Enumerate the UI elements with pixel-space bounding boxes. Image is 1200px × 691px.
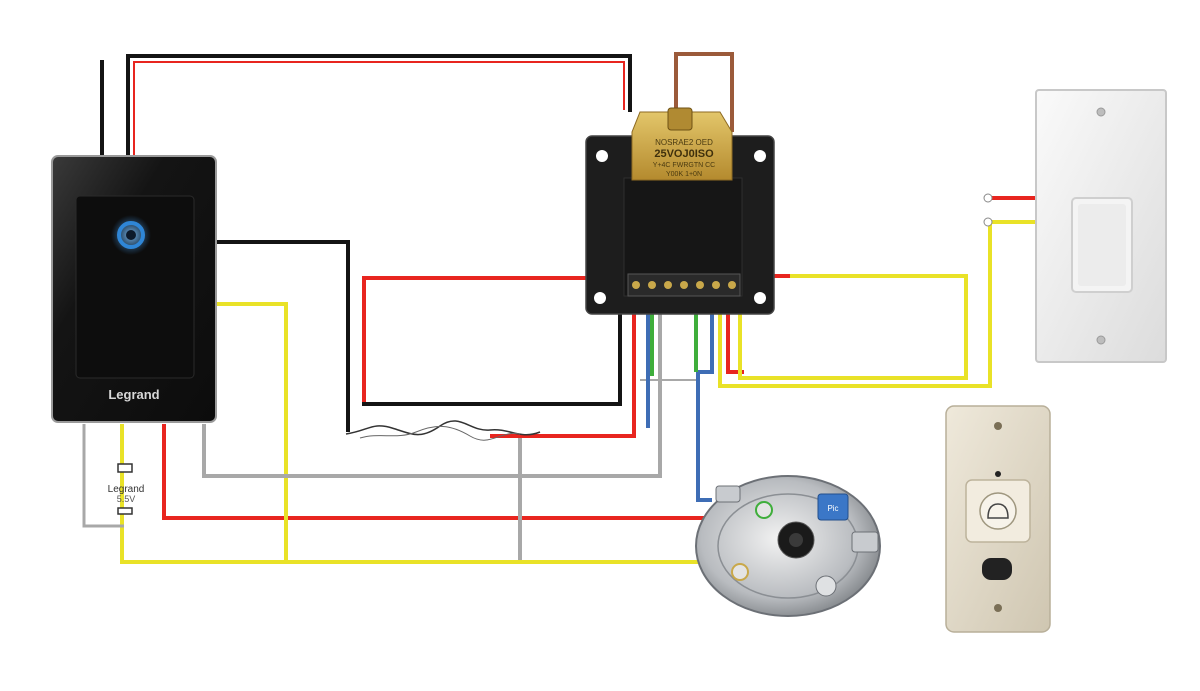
terminal-screw-icon — [648, 281, 656, 289]
motor-shaft-core — [789, 533, 803, 547]
switch-terminal-icon — [983, 217, 993, 227]
power-supply-terminal — [117, 507, 133, 515]
wire-group — [82, 52, 1036, 564]
led-ring-icon — [117, 221, 145, 249]
transformer: NOSRAE2 OED 25VOJ0ISO Y+4C FWRGTN CC Y00… — [585, 107, 775, 315]
motor-terminal-icon — [755, 501, 773, 519]
transformer-screw-icon — [667, 107, 693, 131]
chime-speaker-icon — [982, 558, 1012, 580]
mount-hole-icon — [596, 150, 608, 162]
wire-red-to-transformer — [362, 276, 600, 402]
motor-terminal-icon — [731, 563, 749, 581]
plate-screw-icon — [1096, 335, 1106, 345]
transformer-text-1: NOSRAE2 OED — [655, 138, 713, 147]
led-center — [126, 230, 136, 240]
wire-yellow-bottom-loop — [120, 424, 736, 564]
terminal-screw-icon — [664, 281, 672, 289]
motor-assembly: Pic — [695, 475, 881, 617]
motor-plug-icon — [815, 575, 837, 597]
switch-terminal-icon — [983, 193, 993, 203]
wire-red-to-motor — [162, 424, 724, 520]
plate-screw-icon — [994, 604, 1002, 612]
terminal-screw-icon — [712, 281, 720, 289]
control-brand-label: Legrand — [108, 387, 159, 402]
plate-hole-icon — [995, 471, 1001, 477]
plate-screw-icon — [1096, 107, 1106, 117]
wire-yellow-switch-return — [718, 220, 1036, 388]
motor-bracket — [851, 531, 879, 553]
bell-button-icon[interactable] — [979, 492, 1017, 530]
wire-red-transformer-down — [490, 292, 636, 438]
wire-black-mid — [216, 240, 350, 432]
terminal-screw-icon — [728, 281, 736, 289]
transformer-text-3: Y+4C FWRGTN CC — [653, 162, 715, 169]
power-supply-box — [117, 463, 133, 473]
wall-switch — [983, 89, 1167, 363]
chime-button — [945, 405, 1051, 633]
wire-twisted — [345, 420, 541, 436]
wire-twisted-2 — [359, 426, 521, 441]
mount-hole-icon — [754, 292, 766, 304]
control-panel-screen — [75, 195, 195, 379]
wire-black-loop-top — [126, 54, 632, 160]
control-panel: Legrand — [51, 155, 217, 423]
power-brand-label: Legrand — [108, 484, 145, 495]
terminal-screw-icon — [632, 281, 640, 289]
transformer-label-plate — [631, 111, 733, 181]
motor-bracket — [715, 485, 741, 503]
wire-grey-long — [202, 292, 662, 478]
rocker-switch-face — [1078, 204, 1126, 286]
transformer-text-2: 25VOJ0ISO — [654, 148, 714, 160]
power-rating-label: 5.5V — [117, 494, 136, 504]
mount-hole-icon — [754, 150, 766, 162]
terminal-screw-icon — [696, 281, 704, 289]
mount-hole-icon — [594, 292, 606, 304]
wire-red-inner-top — [133, 61, 625, 158]
wire-yellow-to-switch — [738, 274, 968, 380]
power-supply: Legrand 5.5V — [108, 463, 145, 515]
plate-screw-icon — [994, 422, 1002, 430]
wire-brown-top — [674, 52, 734, 132]
wire-yellow-mid — [216, 302, 288, 560]
wire-grey-power — [82, 424, 124, 528]
wire-blue-to-motor — [696, 292, 714, 502]
transformer-text-4: Y00K 1+0N — [666, 171, 702, 178]
motor-badge-label: Pic — [827, 504, 838, 513]
motor-capacitor-icon — [817, 493, 849, 521]
bell-glyph — [987, 503, 1009, 519]
wire-black-lower — [362, 295, 622, 406]
terminal-screw-icon — [680, 281, 688, 289]
